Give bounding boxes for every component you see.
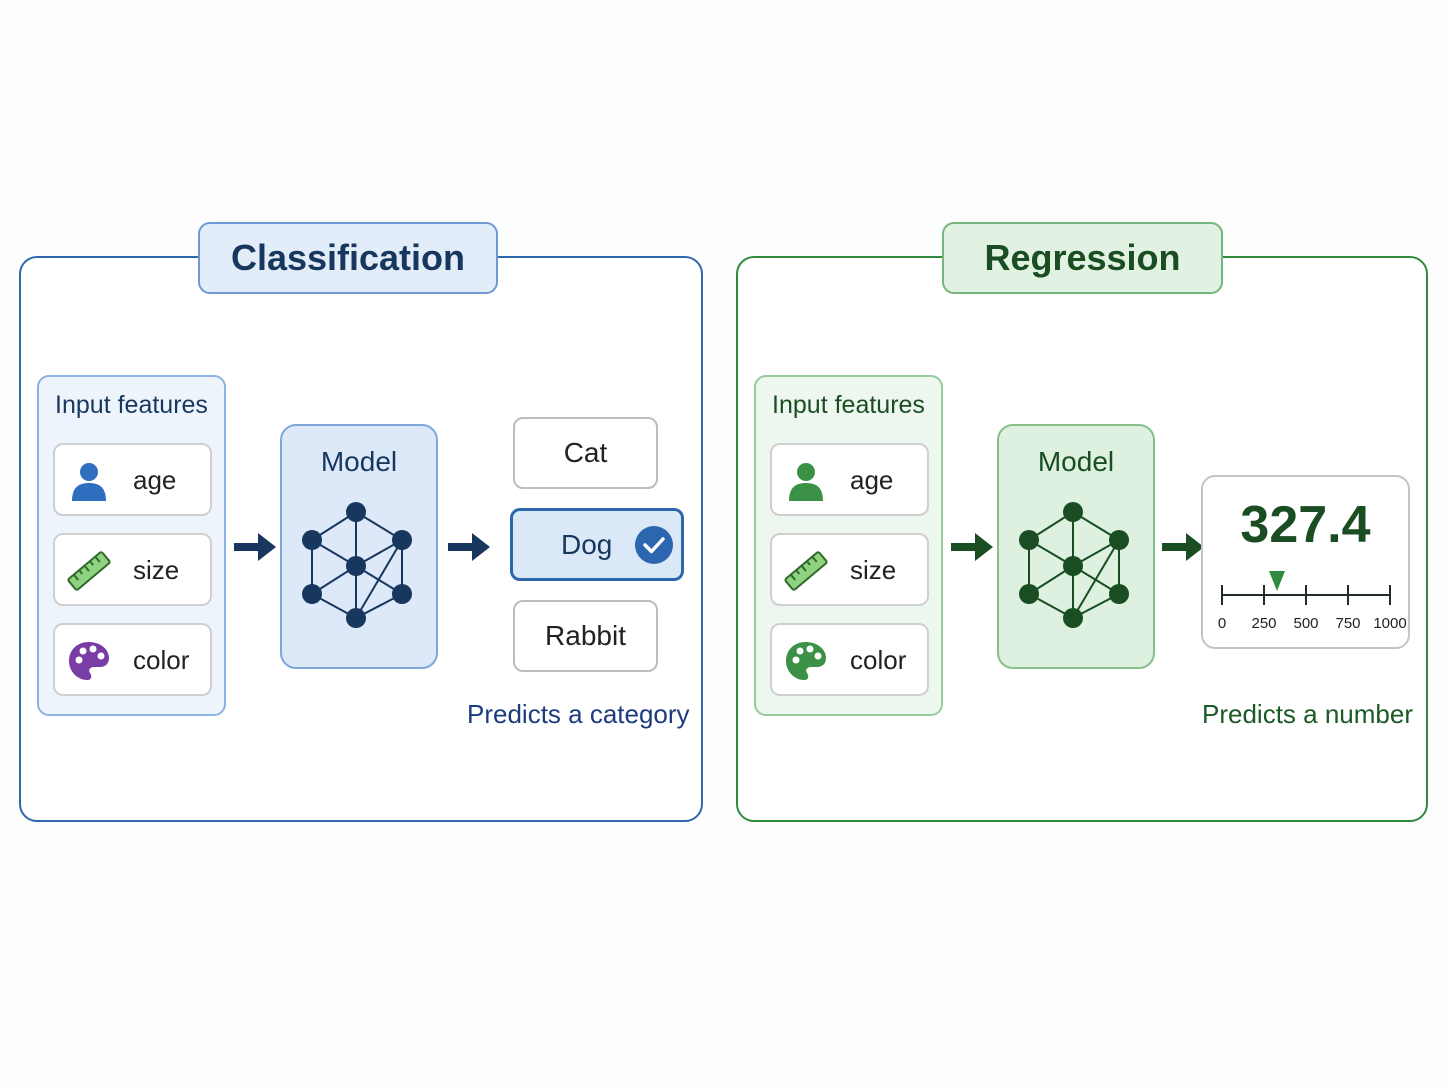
feature-size: size [770,533,929,606]
feature-color: color [53,623,212,696]
regression-title: Regression [942,222,1223,294]
regression-output: 327.4 0 250 500 750 1000 [1201,475,1410,649]
person-icon [72,463,106,501]
input-features-title: Input features [772,391,925,419]
feature-age: age [53,443,212,516]
feature-age: age [770,443,929,516]
ruler-icon [784,551,828,591]
category-dog-selected: Dog [510,508,684,581]
feature-label: size [850,555,897,585]
value-marker-icon [1269,571,1286,591]
scale-tick-label: 1000 [1373,615,1406,632]
model-title: Model [1037,446,1115,477]
category-label: Dog [561,529,613,560]
feature-color: color [770,623,929,696]
classification-caption: Predicts a category [467,699,690,729]
check-icon [635,526,673,564]
neural-network-icon [302,502,412,628]
feature-label: age [133,465,177,495]
scale-tick-label: 0 [1218,615,1226,632]
scale-tick-label: 250 [1251,615,1276,632]
neural-network-icon [1019,502,1129,628]
regression-caption: Predicts a number [1202,699,1413,729]
arrow-right-icon [951,533,993,561]
arrow-right-icon [1162,533,1204,561]
output-value: 327.4 [1240,496,1371,554]
arrow-right-icon [234,533,276,561]
classification-input-features: Input features age size co [37,375,226,716]
arrow-right-icon [448,533,490,561]
model-title: Model [320,446,398,477]
feature-size: size [53,533,212,606]
number-scale: 0 250 500 750 1000 [1218,571,1407,632]
input-features-title: Input features [55,391,208,419]
person-icon [789,463,823,501]
feature-label: size [133,555,180,585]
ruler-icon [67,551,111,591]
category-cat: Cat [513,417,658,489]
scale-tick-label: 750 [1335,615,1360,632]
feature-label: color [850,645,907,675]
feature-label: age [850,465,894,495]
palette-icon [786,642,826,680]
classification-title: Classification [198,222,498,294]
regression-input-features: Input features age size co [754,375,943,716]
scale-tick-label: 500 [1293,615,1318,632]
feature-label: color [133,645,190,675]
palette-icon [69,642,109,680]
category-rabbit: Rabbit [513,600,658,672]
classification-model: Model [280,424,438,669]
regression-model: Model [997,424,1155,669]
